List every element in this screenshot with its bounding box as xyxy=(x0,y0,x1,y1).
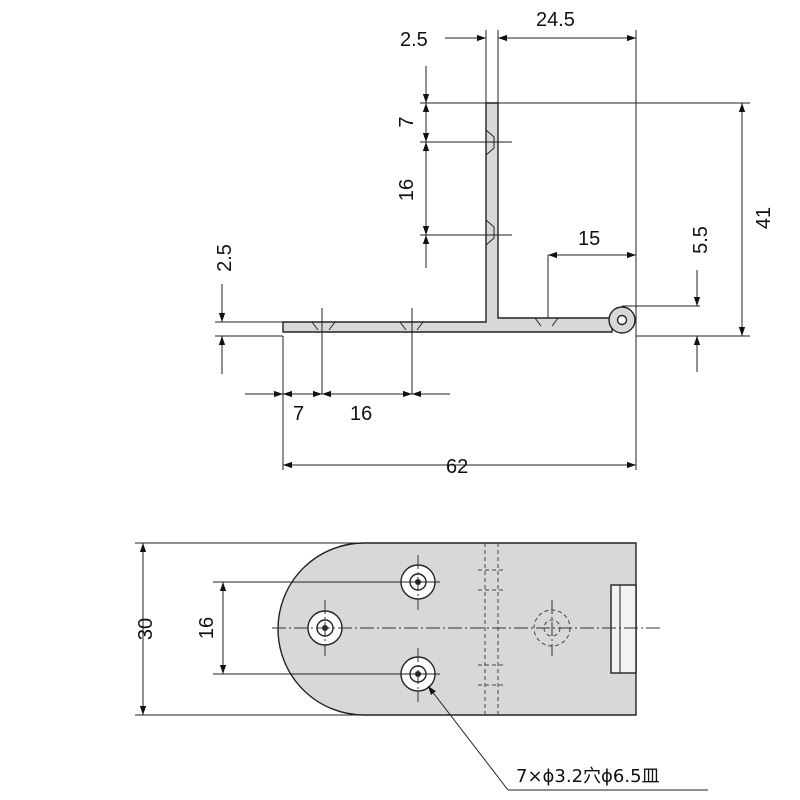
dim-plan-width: 30 xyxy=(135,618,157,640)
extension-lines-side xyxy=(215,30,750,470)
dim-lower-hole-offset: 7 xyxy=(293,403,304,425)
hole-centerlines-side xyxy=(321,141,549,394)
hinge-side-profile xyxy=(282,102,613,333)
knuckle-slot xyxy=(610,584,637,674)
dim-hole-to-knuckle: 15 xyxy=(578,228,600,250)
dimension-lines-side xyxy=(218,34,746,469)
dim-knuckle-height: 5.5 xyxy=(690,226,712,254)
dim-upper-hole-offset: 7 xyxy=(396,116,418,127)
dim-total-length: 62 xyxy=(446,456,468,478)
hidden-hole-marks xyxy=(478,569,505,686)
countersink-marks-horizontal xyxy=(311,317,559,331)
knuckle-pin xyxy=(616,314,628,326)
hole-note-leader xyxy=(427,685,509,791)
dimension-lines-plan xyxy=(139,543,227,715)
plan-view: 30 16 7×ϕ3.2穴ϕ6.5皿 xyxy=(135,542,708,791)
dim-thickness-left: 2.5 xyxy=(214,244,236,272)
hole-note: 7×ϕ3.2穴ϕ6.5皿 xyxy=(516,766,660,787)
dim-width-top: 24.5 xyxy=(536,9,575,31)
dim-height: 41 xyxy=(753,207,775,229)
dim-plan-hole-pitch: 16 xyxy=(196,617,218,639)
extension-lines-plan xyxy=(135,542,440,716)
hinge-plan-outline xyxy=(277,542,637,716)
side-view: 2.5 24.5 7 16 41 15 5.5 2.5 7 16 62 xyxy=(214,9,775,478)
dim-hole-pitch-vertical: 16 xyxy=(396,179,418,201)
dim-hole-pitch-horizontal: 16 xyxy=(350,403,372,425)
dim-thickness-top: 2.5 xyxy=(400,29,428,51)
centerlines-plan xyxy=(272,555,660,702)
